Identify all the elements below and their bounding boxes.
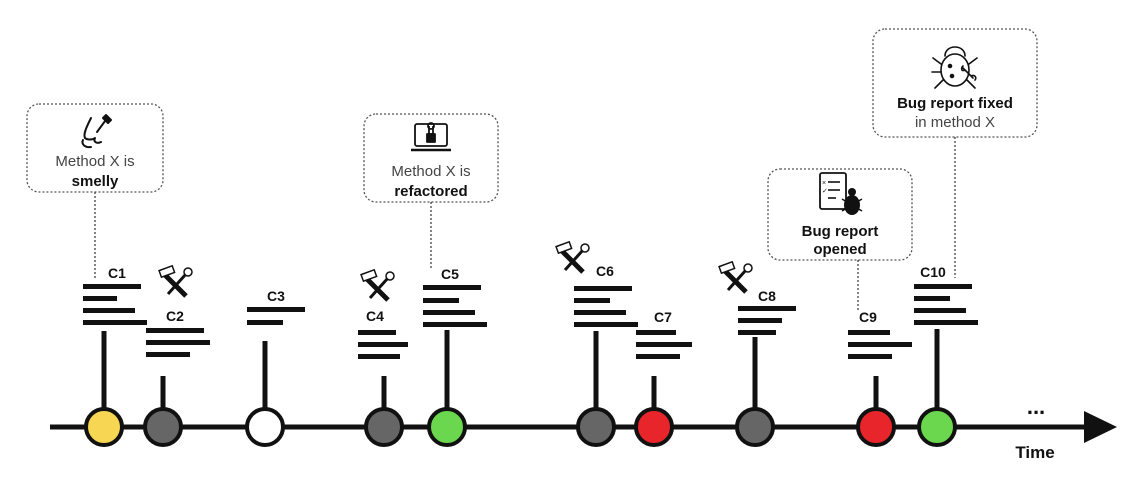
commit-node: [634, 407, 674, 447]
commit-c10: C10: [914, 264, 978, 447]
callout-line-1: Bug report: [802, 223, 879, 240]
commit-c9: C9: [848, 309, 912, 447]
commit-label: C3: [267, 288, 285, 304]
commit-file-lines: [848, 330, 912, 359]
commit-node: [143, 407, 183, 447]
commit-node: [576, 407, 616, 447]
commit-label: C1: [108, 265, 126, 281]
commit-c1: C1: [83, 265, 147, 447]
commit-file-lines: [738, 306, 796, 335]
commit-node: [245, 407, 285, 447]
commit-c3: C3: [245, 288, 305, 447]
commit-label: C5: [441, 266, 459, 282]
callout-bug-fixed: Bug report fixed in method X: [872, 28, 1038, 278]
commit-c7: C7: [634, 309, 692, 447]
callout-smelly: Method X is smelly: [26, 103, 164, 278]
commit-label: C4: [366, 308, 384, 324]
callout-bug-opened: × ✓ Bug report opened: [767, 168, 913, 310]
callout-line-2: opened: [813, 241, 866, 258]
time-axis: ... Time: [50, 394, 1117, 462]
commit-node: [735, 407, 775, 447]
axis-label: Time: [1015, 443, 1054, 462]
commit-node: [917, 407, 957, 447]
commit-c6: C6: [555, 240, 638, 447]
commit-file-lines: [358, 330, 408, 359]
commit-c4: C4: [358, 268, 408, 447]
commit-file-lines: [423, 285, 487, 327]
callout-line-1: Bug report fixed: [897, 95, 1013, 112]
callout-line-1: Method X is: [391, 163, 470, 180]
callout-line-2: smelly: [72, 173, 119, 190]
callout-box: [767, 168, 913, 261]
commit-label: C8: [758, 288, 776, 304]
commit-node: [427, 407, 467, 447]
callout-box: [363, 113, 499, 203]
commit-c5: C5: [423, 266, 487, 447]
hammer-wrench-icon: [718, 260, 753, 294]
commit-file-lines: [146, 328, 210, 357]
commit-label: C6: [596, 263, 614, 279]
hammer-wrench-icon: [158, 264, 193, 298]
callout-line-2: refactored: [394, 183, 467, 200]
commit-label: C7: [654, 309, 672, 325]
commit-node: [364, 407, 404, 447]
commit-file-lines: [247, 307, 305, 325]
callout-line-1: Method X is: [55, 153, 134, 170]
commit-c8: C8: [718, 260, 796, 447]
commit-label: C10: [920, 264, 946, 280]
axis-continuation: ...: [1027, 394, 1045, 419]
commit-node: [84, 407, 124, 447]
svg-text:×: ×: [822, 180, 826, 187]
commit-node: [856, 407, 896, 447]
nose-brush-icon: [81, 114, 112, 149]
svg-text:✓: ✓: [822, 188, 828, 195]
commit-file-lines: [914, 284, 978, 325]
hammer-wrench-icon: [360, 268, 395, 302]
checklist-bug-icon: × ✓: [819, 172, 863, 215]
axis-arrowhead: [1084, 411, 1117, 443]
commit-label: C2: [166, 308, 184, 324]
hammer-wrench-icon: [555, 240, 590, 274]
callout-line-2: in method X: [915, 114, 995, 131]
commit-file-lines: [574, 286, 638, 327]
commit-file-lines: [83, 284, 147, 325]
callout-box: [872, 28, 1038, 138]
laptop-wrench-icon: [411, 122, 451, 152]
callout-refactored: Method X is refactored: [363, 113, 499, 270]
commit-label: C9: [859, 309, 877, 325]
commit-c2: C2: [143, 264, 210, 447]
bug-wrench-icon: [931, 46, 978, 89]
commit-file-lines: [636, 330, 692, 359]
